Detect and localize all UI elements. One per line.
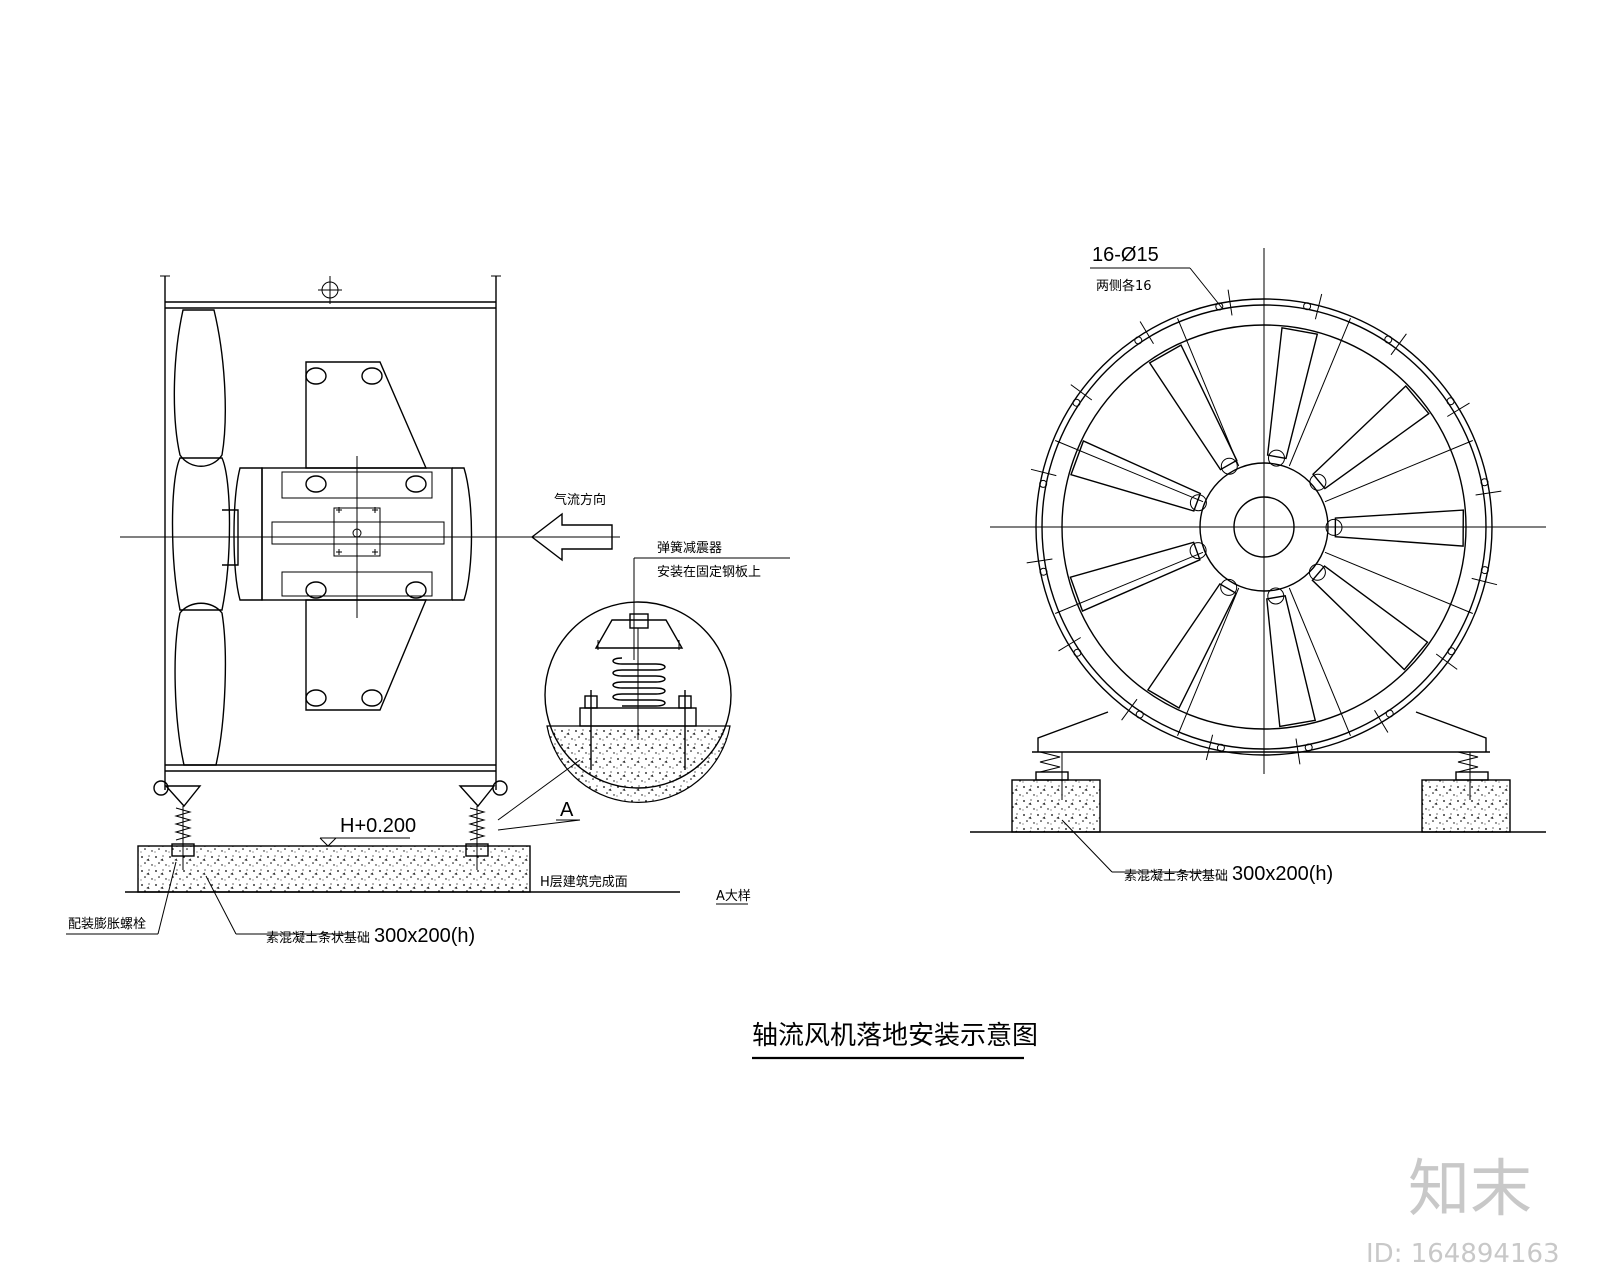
frame-spokes xyxy=(1055,318,1473,736)
bolt-hole xyxy=(1073,648,1082,657)
floor-label: H层建筑完成面 xyxy=(540,874,628,890)
bolt-hole xyxy=(1039,567,1048,576)
duct-casing xyxy=(160,275,501,790)
blade xyxy=(1266,326,1319,460)
spoke xyxy=(1177,587,1240,736)
bolt-tick xyxy=(1475,490,1502,496)
bolt-hole xyxy=(1480,478,1489,487)
bolt-hole xyxy=(1215,302,1224,311)
detail-a-label: A大样 xyxy=(716,889,751,904)
bolt-tick xyxy=(1139,321,1154,344)
holes-sub-label: 两侧各16 xyxy=(1096,278,1152,294)
bolt-tick xyxy=(1447,402,1470,417)
motor-mount-plates xyxy=(305,361,428,711)
bolt-tick xyxy=(1026,558,1053,564)
bolt-hole xyxy=(1385,709,1394,718)
base-label-front: 素混凝土条状基础 300x200(h) xyxy=(1124,863,1333,885)
bolt-leader xyxy=(157,861,177,935)
airflow-arrow xyxy=(530,512,613,562)
blade xyxy=(1311,565,1429,671)
holes-sub-label-text: 两侧各16 xyxy=(1096,278,1152,294)
holes-label: 16-Ø15 xyxy=(1092,244,1159,266)
holes-leader xyxy=(1189,267,1223,309)
blade-root xyxy=(1189,494,1207,512)
spoke xyxy=(1177,318,1240,467)
bolt-hole xyxy=(1384,335,1393,344)
callout-a-leader xyxy=(497,759,581,821)
blade xyxy=(1148,344,1238,471)
spoke xyxy=(1324,440,1473,503)
blade-root xyxy=(1220,578,1238,596)
bolt-tick xyxy=(1295,738,1301,765)
spring-label-1: 弹簧减震器 xyxy=(657,540,722,556)
bolt-hole xyxy=(1072,398,1081,407)
base-label-side: 素混凝土条状基础 300x200(h) xyxy=(266,925,475,947)
base-label-front-cn: 素混凝土条状基础 xyxy=(1124,868,1228,884)
bolt-tick xyxy=(1227,289,1233,316)
bolt-tick xyxy=(1121,698,1138,721)
bolt-tick xyxy=(1070,384,1093,401)
blade xyxy=(1069,541,1201,612)
spoke xyxy=(1324,551,1473,614)
bolt-tick xyxy=(1435,653,1458,670)
bolt-tick xyxy=(1058,637,1081,652)
base-label-side-cn: 素混凝土条状基础 xyxy=(266,930,370,946)
blade-root xyxy=(1189,542,1207,560)
flange-bolt-holes xyxy=(1026,289,1502,765)
motor xyxy=(233,467,473,601)
bolt-hole xyxy=(1039,479,1048,488)
elevation-mark xyxy=(319,837,410,847)
airflow-label: 气流方向 xyxy=(554,492,606,508)
spoke xyxy=(1288,318,1351,467)
bolt-tick xyxy=(1314,293,1323,320)
bolt-tick xyxy=(1030,468,1057,477)
spring-label-2: 安装在固定钢板上 xyxy=(657,565,761,580)
bolt-hole xyxy=(1446,397,1455,406)
concrete-base-side xyxy=(137,845,531,893)
watermark-id: ID: 164894163 xyxy=(1366,1239,1560,1269)
watermark-brand: 知末 xyxy=(1408,1152,1532,1225)
base-label-front-dim: 300x200(h) xyxy=(1232,863,1333,885)
callout-a-leader-2 xyxy=(497,819,581,831)
impeller-blades xyxy=(1069,326,1465,728)
callout-a-label: A xyxy=(560,799,574,821)
bolt-hole xyxy=(1304,743,1313,752)
spoke xyxy=(1055,440,1204,503)
bolt-hole xyxy=(1216,743,1225,752)
concrete-base-front-right xyxy=(1421,779,1511,833)
blade xyxy=(1146,582,1237,709)
concrete-base-front-left xyxy=(1011,779,1101,833)
blade xyxy=(1334,509,1465,547)
spoke xyxy=(1288,587,1351,736)
base-label-side-dim: 300x200(h) xyxy=(374,925,475,947)
blade-root xyxy=(1308,563,1326,581)
support-frame xyxy=(1032,711,1490,753)
blade-root xyxy=(1268,449,1285,467)
base-leader-side xyxy=(205,875,237,935)
blade-root xyxy=(1309,473,1327,491)
blade xyxy=(1312,384,1430,490)
bolt-tick xyxy=(1390,333,1407,356)
blade-root xyxy=(1220,457,1238,475)
bolt-tick xyxy=(1471,577,1498,586)
blade xyxy=(1070,440,1202,512)
bolt-hole xyxy=(1135,710,1144,719)
bolt-hole xyxy=(1303,302,1312,311)
base-leader-front xyxy=(1061,819,1113,873)
bolt-label: 配装膨胀螺栓 xyxy=(68,917,146,932)
front-view: 16-Ø15 两侧各16 素混凝土条状基础 300x200(h) xyxy=(970,244,1546,885)
bolt-hole xyxy=(1447,647,1456,656)
side-view: 气流方向 弹簧减震器 安装在固定钢板上 xyxy=(66,275,790,947)
bolt-tick xyxy=(1205,734,1214,761)
blade xyxy=(1266,595,1317,728)
blade-root xyxy=(1267,587,1285,605)
bolt-hole xyxy=(1134,336,1143,345)
bolt-hole xyxy=(1480,566,1489,575)
spoke xyxy=(1055,551,1204,614)
drawing-title: 轴流风机落地安装示意图 xyxy=(752,1021,1038,1051)
bolt-tick xyxy=(1374,710,1389,733)
detail-a-circle xyxy=(544,601,732,803)
elevation-label: H+0.200 xyxy=(340,815,416,837)
